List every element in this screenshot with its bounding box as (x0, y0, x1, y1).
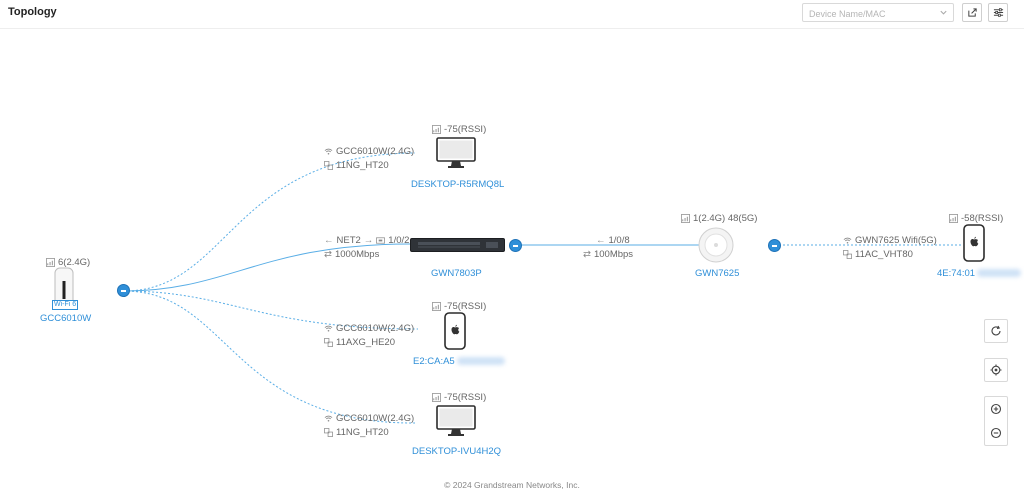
router-icon (54, 267, 74, 309)
desktop-device[interactable] (436, 137, 476, 169)
ap-client-ssid: GWN7625 Wifi(5G) (843, 235, 937, 246)
arrow-left-icon: ← (596, 235, 606, 246)
protocol-icon (324, 428, 333, 437)
collapse-switch-button[interactable] (509, 239, 522, 252)
protocol-icon (843, 250, 852, 259)
chevron-down-icon (940, 10, 947, 15)
desktop-device[interactable] (436, 405, 476, 437)
desktop-icon (436, 137, 476, 168)
signal-icon (432, 393, 441, 402)
transfer-icon: ⇄ (324, 249, 332, 260)
refresh-button[interactable] (984, 319, 1008, 343)
wifi-icon (843, 237, 852, 244)
port-icon (376, 237, 386, 244)
phone-device[interactable] (444, 312, 466, 350)
client2-mode: 11AXG_HE20 (324, 337, 395, 348)
export-button[interactable] (962, 3, 982, 22)
arrow-right-icon: → (363, 235, 374, 246)
phone-icon (963, 224, 985, 262)
device-search-select[interactable] (802, 3, 954, 22)
page-title: Topology (8, 6, 57, 18)
client3-mode: 11NG_HT20 (324, 427, 389, 438)
client2-ssid: GCC6010W(2.4G) (324, 323, 414, 334)
link-gcc-switch (123, 243, 411, 292)
client3-rssi: -75(RSSI) (432, 392, 486, 403)
zoom-in-icon (990, 403, 1002, 415)
switch-speed-label: ⇄ 1000Mbps (324, 249, 380, 260)
ap-client-name[interactable]: 4E:74:01 (937, 268, 1022, 279)
signal-icon (46, 258, 55, 267)
link-gcc-phone (123, 290, 419, 330)
wifi-icon (324, 148, 333, 155)
ap-name[interactable]: GWN7625 (695, 268, 740, 279)
client2-name[interactable]: E2:CA:A5 (413, 356, 505, 367)
refresh-icon (991, 325, 1001, 336)
wifi-icon (324, 325, 333, 332)
locate-icon (990, 364, 1002, 376)
client1-mode: 11NG_HT20 (324, 160, 389, 171)
filter-settings-button[interactable] (988, 3, 1008, 22)
collapse-root-button[interactable] (117, 284, 130, 297)
zoom-in-button[interactable] (985, 397, 1007, 421)
locate-center-button[interactable] (984, 358, 1008, 382)
ap-client-mode: 11AC_VHT80 (843, 249, 913, 260)
topology-canvas[interactable]: 6(2.4G) Wi-Fi 6 GCC6010W -75(RSSI) GCC60… (0, 29, 1024, 498)
client3-ssid: GCC6010W(2.4G) (324, 413, 414, 424)
collapse-ap-button[interactable] (768, 239, 781, 252)
arrow-left-icon: ← (324, 235, 334, 246)
footer-copyright: © 2024 Grandstream Networks, Inc. (444, 480, 580, 490)
signal-icon (432, 125, 441, 134)
switch-icon (410, 238, 505, 252)
access-point-device[interactable] (698, 227, 734, 263)
export-icon (967, 8, 977, 17)
root-channel-label: 6(2.4G) (46, 257, 90, 268)
zoom-controls (984, 396, 1008, 446)
redacted-mac (977, 269, 1022, 278)
client1-rssi: -75(RSSI) (432, 124, 486, 135)
ap-channels-label: 1(2.4G) 48(5G) (681, 213, 757, 224)
phone-device[interactable] (963, 224, 985, 262)
access-point-icon (698, 227, 734, 263)
ap-speed-label: ⇄ 100Mbps (583, 249, 634, 260)
signal-icon (949, 214, 958, 223)
zoom-out-button[interactable] (985, 421, 1007, 445)
protocol-icon (324, 161, 333, 170)
signal-icon (432, 302, 441, 311)
desktop-icon (436, 405, 476, 436)
transfer-icon: ⇄ (583, 249, 591, 260)
client1-name[interactable]: DESKTOP-R5RMQ8L (411, 179, 505, 190)
topology-links (123, 152, 962, 424)
wifi-icon (324, 415, 333, 422)
redacted-mac (456, 357, 505, 366)
switch-device[interactable] (410, 238, 505, 252)
protocol-icon (324, 338, 333, 347)
client1-ssid: GCC6010W(2.4G) (324, 146, 414, 157)
client3-name[interactable]: DESKTOP-IVU4H2Q (412, 446, 502, 457)
signal-icon (681, 214, 690, 223)
router-device[interactable] (53, 267, 75, 311)
device-search-input[interactable] (809, 6, 934, 22)
sliders-icon (993, 8, 1003, 17)
page-header: Topology (0, 0, 1024, 29)
switch-name[interactable]: GWN7803P (431, 268, 482, 279)
wifi6-badge: Wi-Fi 6 (52, 300, 79, 310)
link-gcc-desktop-r5 (123, 152, 416, 292)
ap-port-label: ← 1/0/8 (596, 235, 630, 246)
router-name[interactable]: GCC6010W (40, 313, 92, 324)
link-gcc-desktop-iv (123, 290, 416, 424)
ap-client-rssi: -58(RSSI) (949, 213, 1003, 224)
client2-rssi: -75(RSSI) (432, 301, 486, 312)
zoom-out-icon (990, 427, 1002, 439)
switch-uplink-label: ← NET2 → 1/0/2 (324, 235, 410, 246)
phone-icon (444, 312, 466, 350)
